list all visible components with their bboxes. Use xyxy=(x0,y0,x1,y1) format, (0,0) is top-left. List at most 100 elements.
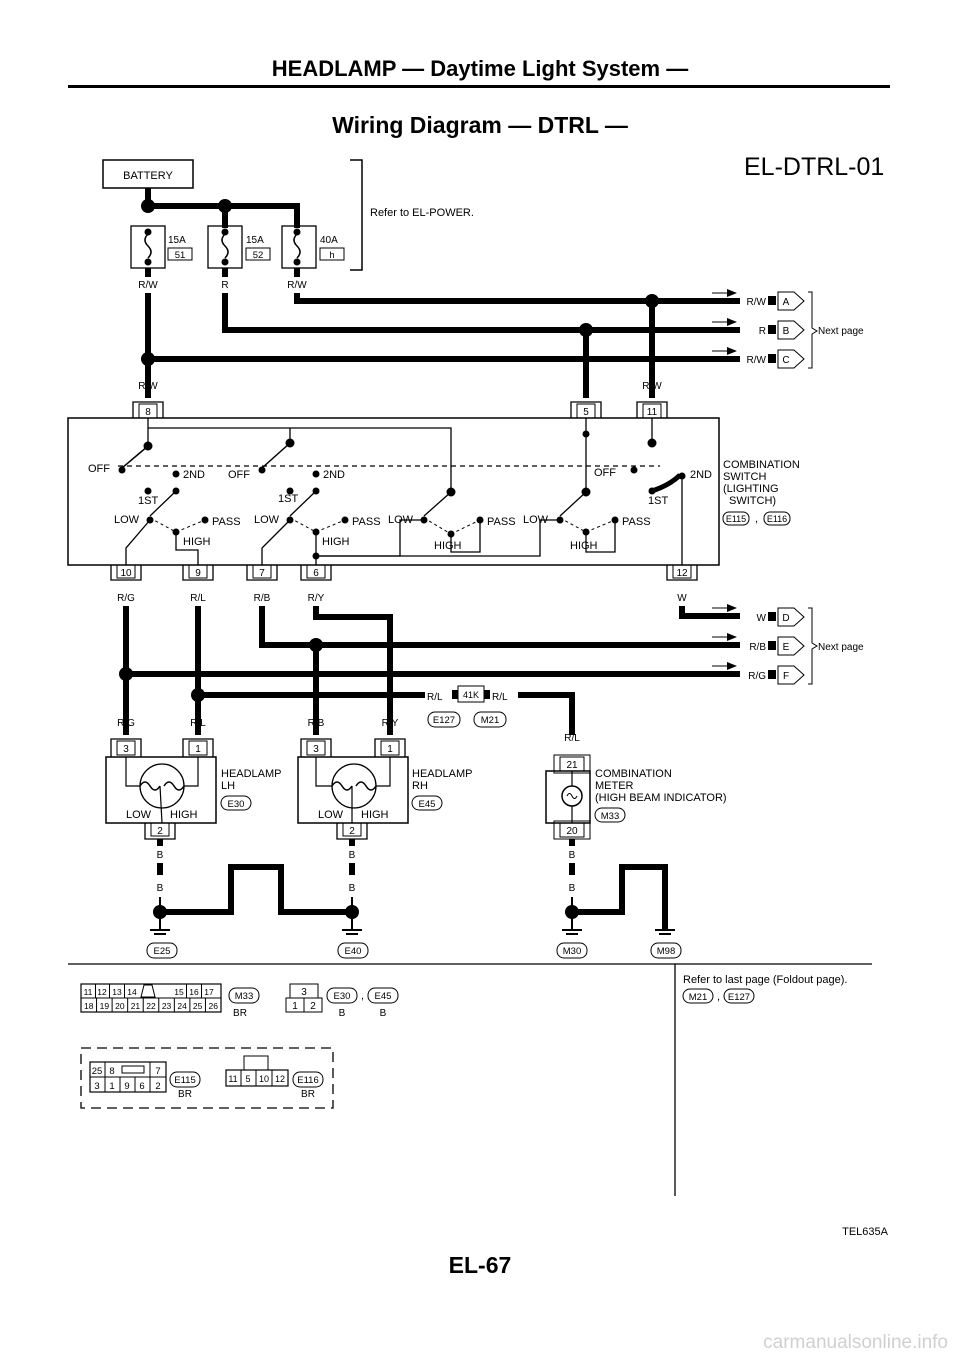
svg-text:LH: LH xyxy=(221,780,235,792)
combination-switch: 8 5 11 OFF 1ST 2ND LOW PASS H xyxy=(67,401,800,581)
svg-text:W: W xyxy=(757,613,767,624)
svg-text:HEADLAMP: HEADLAMP xyxy=(221,768,282,780)
svg-text:PASS: PASS xyxy=(212,516,241,528)
svg-text:12: 12 xyxy=(676,568,688,579)
svg-text:3: 3 xyxy=(301,987,307,998)
svg-text:25: 25 xyxy=(92,1066,103,1077)
svg-text:,: , xyxy=(755,513,758,525)
svg-text:R/G: R/G xyxy=(117,593,135,604)
svg-text:E116: E116 xyxy=(767,514,787,524)
svg-text:40A: 40A xyxy=(320,235,338,246)
svg-text:Refer to last page (Foldout pa: Refer to last page (Foldout page). xyxy=(683,974,847,986)
m33-pin: 15 xyxy=(174,987,184,997)
header-rule xyxy=(68,85,890,88)
svg-text:2: 2 xyxy=(155,1081,160,1092)
svg-text:RH: RH xyxy=(412,780,428,792)
fuse-51: 15A 51 xyxy=(130,225,193,269)
svg-text:LOW: LOW xyxy=(318,809,344,821)
svg-text:R/W: R/W xyxy=(747,355,767,366)
next-page-connections-bottom: W R/B R/G D E F Next page xyxy=(712,604,864,685)
svg-text:E40: E40 xyxy=(345,946,362,957)
svg-text:METER: METER xyxy=(595,780,634,792)
svg-text:1: 1 xyxy=(109,1081,114,1092)
svg-text:2ND: 2ND xyxy=(323,469,345,481)
svg-text:R/L: R/L xyxy=(190,718,206,729)
svg-text:12: 12 xyxy=(275,1074,285,1084)
svg-text:M33: M33 xyxy=(601,811,619,822)
svg-text:20: 20 xyxy=(566,826,578,837)
svg-text:R/W: R/W xyxy=(642,381,662,392)
svg-text:F: F xyxy=(783,671,789,682)
svg-text:M33: M33 xyxy=(235,991,253,1002)
battery-label: BATTERY xyxy=(123,170,173,182)
svg-text:B: B xyxy=(339,1008,346,1019)
diagram-code: EL-DTRL-01 xyxy=(744,153,884,181)
ground-circuits: B B B B B B B B B B E25 E40 M30 xyxy=(146,839,682,959)
svg-text:h: h xyxy=(329,250,334,261)
wire-label: R/W xyxy=(138,280,158,291)
svg-text:B: B xyxy=(380,1008,387,1019)
svg-text:HIGH: HIGH xyxy=(183,536,211,548)
svg-text:15A: 15A xyxy=(246,235,264,246)
svg-text:10: 10 xyxy=(120,568,132,579)
svg-text:11: 11 xyxy=(647,407,658,418)
svg-text:E30: E30 xyxy=(334,991,351,1002)
fusible-link-h: 40A h xyxy=(281,225,345,269)
m33-pin: 21 xyxy=(131,1001,141,1011)
svg-text:PASS: PASS xyxy=(622,516,651,528)
m33-pin: 17 xyxy=(204,987,214,997)
svg-text:SWITCH): SWITCH) xyxy=(729,495,776,507)
splice-dot xyxy=(579,323,593,337)
svg-text:LOW: LOW xyxy=(114,514,140,526)
watermark: carmanualsonline.info xyxy=(763,1332,948,1353)
svg-text:HIGH: HIGH xyxy=(570,540,598,552)
svg-text:HIGH: HIGH xyxy=(322,536,350,548)
svg-text:HIGH: HIGH xyxy=(434,540,462,552)
svg-text:BR: BR xyxy=(301,1089,315,1100)
svg-text:E45: E45 xyxy=(375,991,392,1002)
svg-text:B: B xyxy=(349,883,356,894)
headlamp-rh: 3 1 LOW HIGH 2 HEADLAMP RH E45 xyxy=(297,738,473,840)
connector-view-e115-e116: 25 8 7 3 1 9 6 2 E115 BR 11 5 10 12 E116… xyxy=(80,1047,334,1109)
svg-text:M30: M30 xyxy=(563,946,581,957)
page-title: Wiring Diagram — DTRL — xyxy=(332,112,628,138)
svg-text:E116: E116 xyxy=(297,1075,318,1086)
m33-pin: 13 xyxy=(112,987,122,997)
svg-text:2ND: 2ND xyxy=(690,469,712,481)
svg-text:E: E xyxy=(783,642,790,653)
svg-text:R/B: R/B xyxy=(749,642,766,653)
svg-text:41K: 41K xyxy=(463,690,479,700)
m33-pin: 26 xyxy=(208,1001,218,1011)
svg-text:1ST: 1ST xyxy=(278,493,298,505)
svg-text:COMBINATION: COMBINATION xyxy=(595,768,672,780)
svg-text:6: 6 xyxy=(139,1081,144,1092)
header-title: HEADLAMP — Daytime Light System — xyxy=(271,56,689,81)
svg-text:BR: BR xyxy=(233,1008,247,1019)
svg-text:R/G: R/G xyxy=(748,671,766,682)
svg-text:M21: M21 xyxy=(481,715,499,726)
m33-pin: 18 xyxy=(84,1001,94,1011)
svg-text:1ST: 1ST xyxy=(138,495,158,507)
svg-text:C: C xyxy=(782,355,789,366)
svg-text:7: 7 xyxy=(259,568,265,579)
svg-text:7: 7 xyxy=(155,1066,160,1077)
svg-text:11: 11 xyxy=(228,1074,237,1084)
svg-text:D: D xyxy=(782,613,789,624)
page-number: EL-67 xyxy=(448,1252,512,1278)
svg-text:3: 3 xyxy=(313,744,319,755)
svg-text:R/L: R/L xyxy=(492,692,508,703)
svg-text:R: R xyxy=(582,381,589,392)
fuse-52: 15A 52 xyxy=(207,225,271,269)
svg-text:COMBINATION: COMBINATION xyxy=(723,459,800,471)
svg-text:OFF: OFF xyxy=(594,467,616,479)
svg-text:B: B xyxy=(157,850,164,861)
svg-text:2: 2 xyxy=(310,1001,316,1012)
svg-text:B: B xyxy=(569,883,576,894)
m33-pin: 22 xyxy=(146,1001,156,1011)
svg-text:B: B xyxy=(157,883,164,894)
svg-text:8: 8 xyxy=(145,407,151,418)
svg-text:OFF: OFF xyxy=(88,463,110,475)
svg-text:E115: E115 xyxy=(174,1075,195,1086)
m33-pin: 23 xyxy=(162,1001,172,1011)
svg-text:2ND: 2ND xyxy=(183,469,205,481)
